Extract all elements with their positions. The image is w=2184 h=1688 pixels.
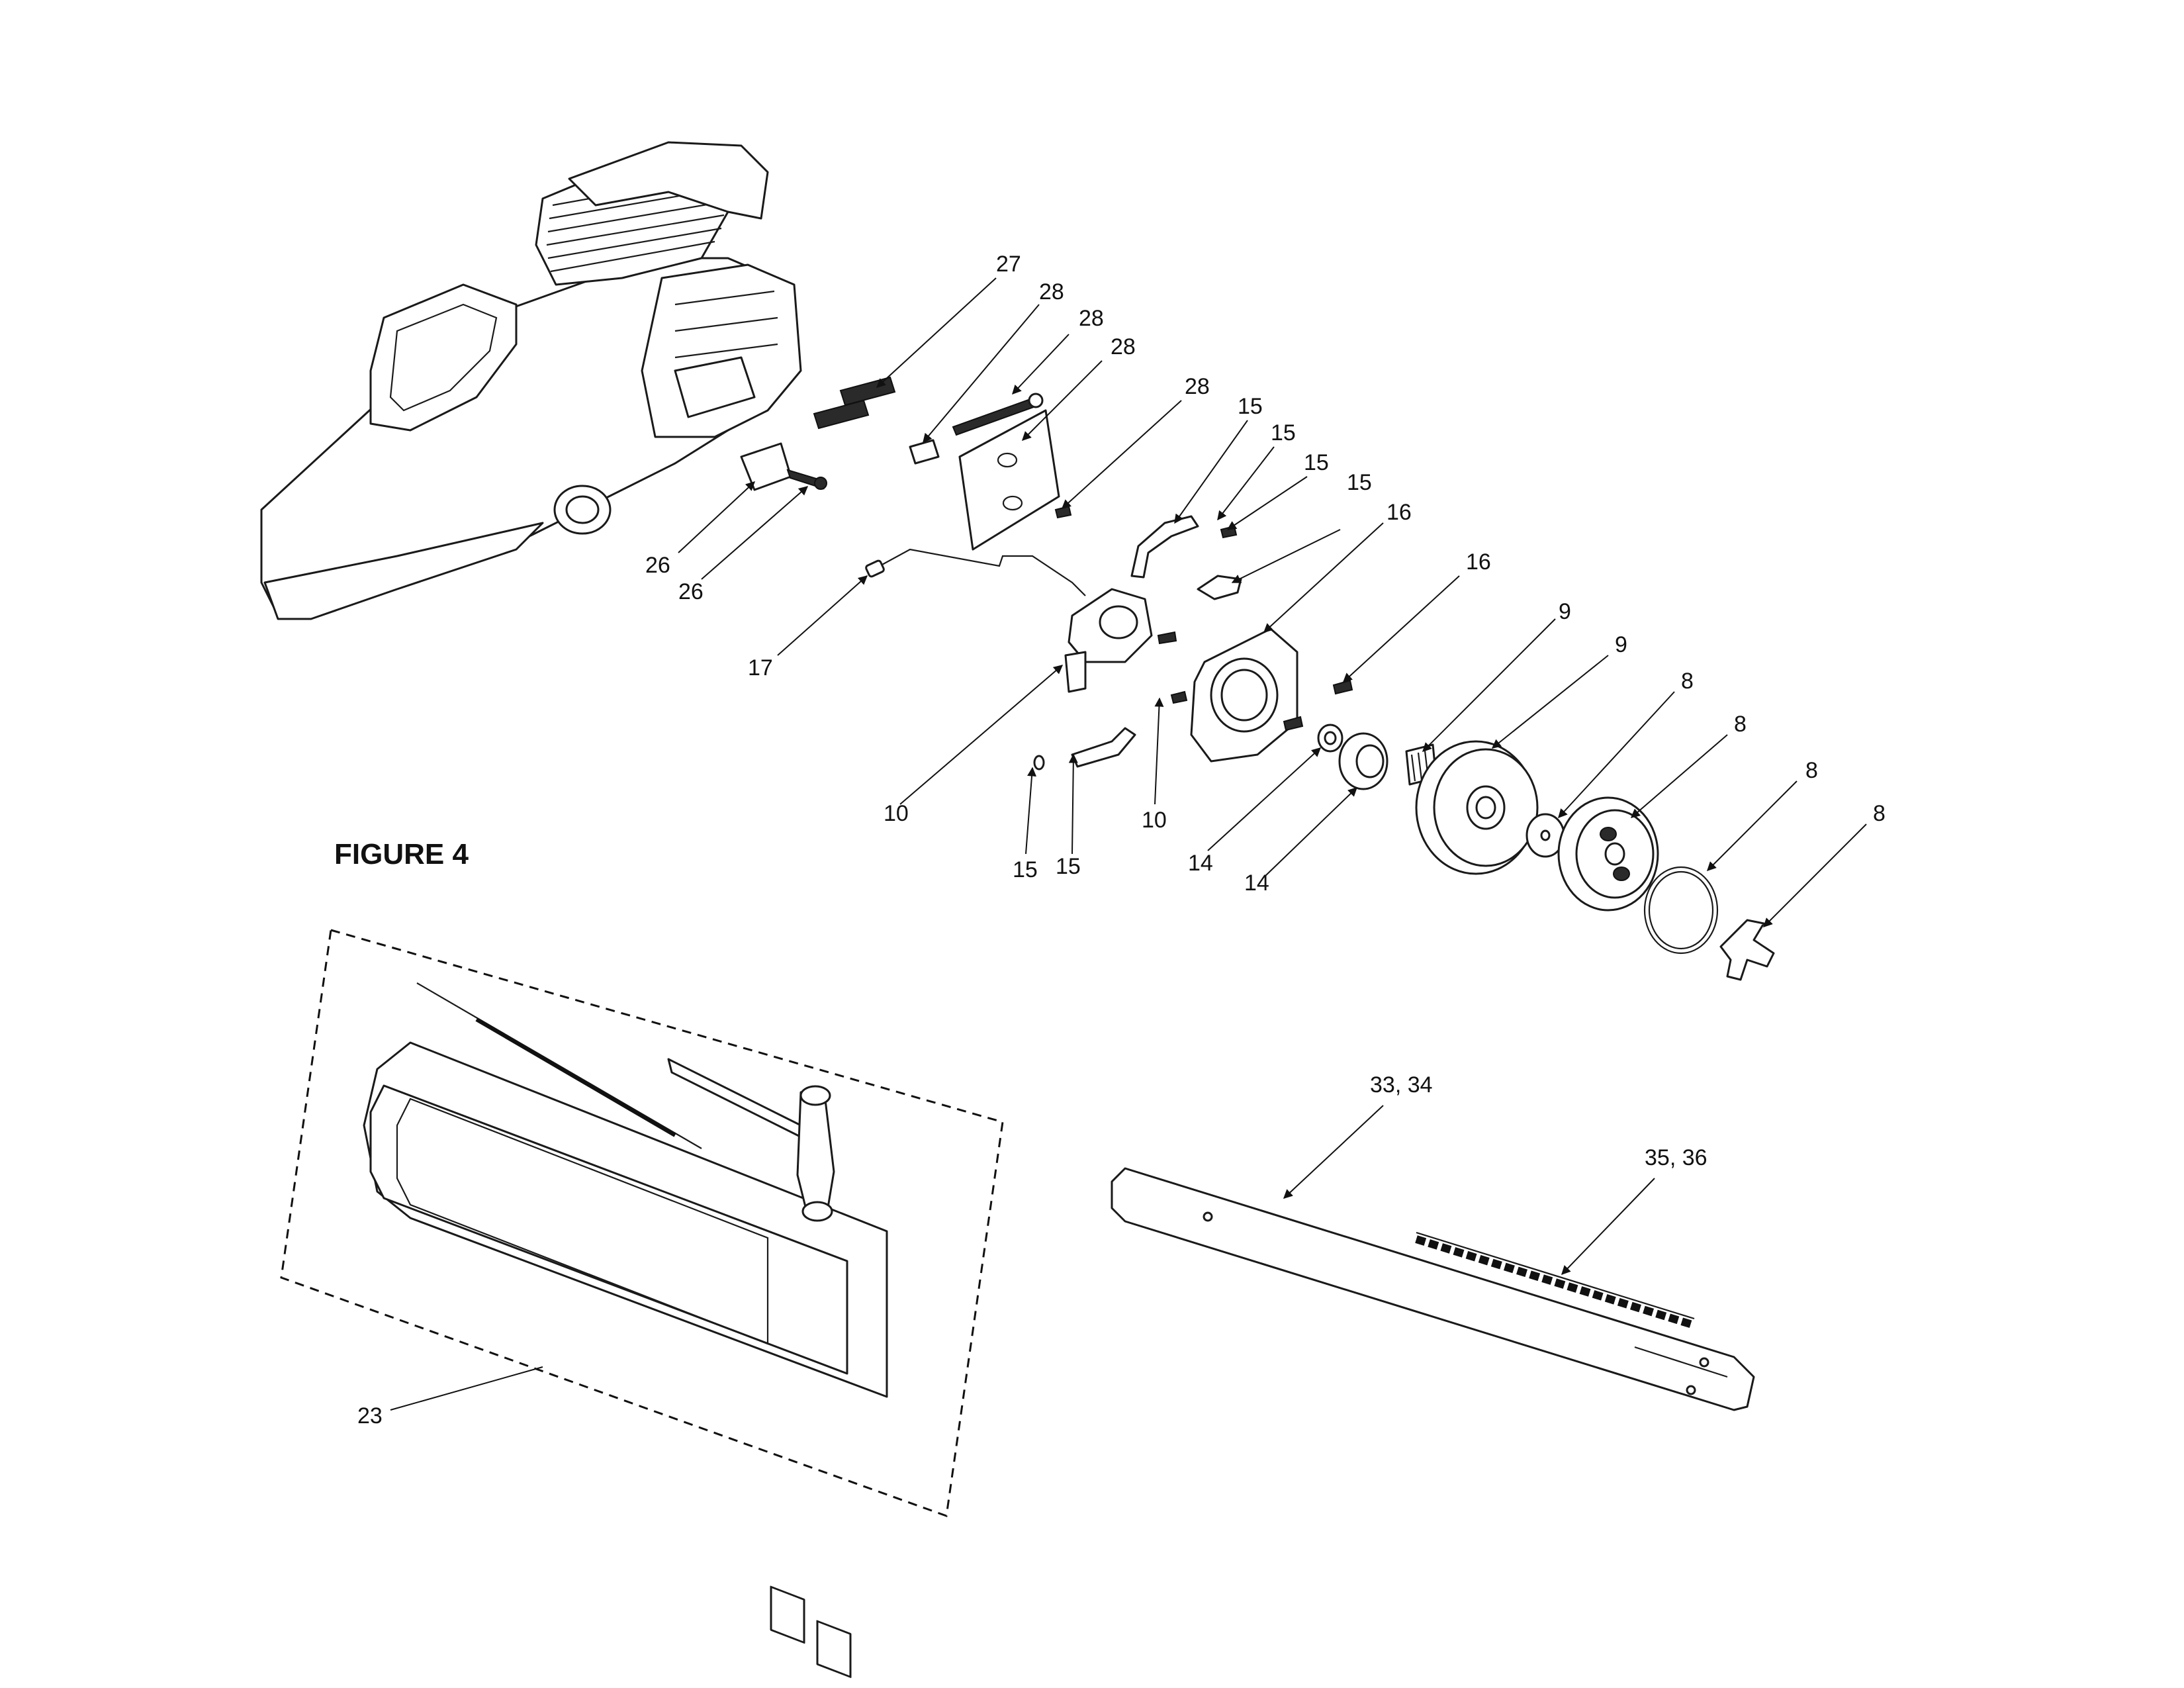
scabbard: [363, 1041, 888, 1678]
hose-15b: [1197, 575, 1242, 600]
callout-28: 28: [1079, 306, 1104, 331]
callout-8: 8: [1873, 801, 1886, 826]
callout-16: 16: [1387, 500, 1412, 525]
callout-15: 15: [1056, 854, 1081, 879]
clutch-cover-plate: [1190, 628, 1298, 763]
callout-23: 23: [357, 1403, 383, 1429]
clutch-drum-9: [1415, 740, 1539, 875]
callout-8: 8: [1805, 758, 1818, 783]
hose-15a: [1130, 515, 1199, 579]
callout-15: 15: [1013, 857, 1038, 882]
rim-sprocket-14: [1338, 732, 1388, 790]
callout-9: 9: [1615, 632, 1627, 657]
saw-chain: [1415, 1231, 1696, 1329]
callout-10: 10: [1142, 808, 1167, 833]
callout-15: 15: [1271, 420, 1296, 445]
engine-powerhead: [260, 141, 802, 620]
screw-16a: [1332, 679, 1353, 695]
callout-35-36: 35, 36: [1645, 1145, 1707, 1170]
small-ring-15: [1033, 755, 1045, 771]
scrench: [667, 1058, 835, 1222]
hose-15c: [1071, 727, 1136, 768]
callout-15: 15: [1347, 470, 1372, 495]
stud-nut: [909, 439, 940, 465]
file: [416, 982, 702, 1149]
washer-14: [1317, 724, 1343, 753]
bracket-26: [740, 442, 827, 491]
clutch-spring-8: [1643, 866, 1719, 955]
callout-8: 8: [1681, 669, 1694, 694]
bar-studs: [813, 376, 896, 430]
screw-15: [1220, 525, 1238, 539]
callout-15: 15: [1238, 394, 1263, 419]
callout-26: 26: [678, 579, 704, 604]
callout-14: 14: [1244, 870, 1269, 896]
figure-title: FIGURE 4: [334, 838, 469, 870]
callout-17: 17: [748, 655, 773, 680]
callout-16: 16: [1466, 549, 1491, 575]
tensioner-screw: [952, 393, 1044, 436]
screw-10: [1170, 690, 1188, 704]
oil-pump: [1064, 588, 1177, 693]
screw-16b: [1283, 716, 1304, 731]
leader-lines: [390, 277, 1867, 1411]
callout-9: 9: [1559, 599, 1571, 624]
oil-line: [865, 548, 1086, 596]
clutch-shoe-assembly-8: [1557, 796, 1659, 912]
guide-bar: [1111, 1167, 1755, 1411]
callout-27: 27: [996, 252, 1021, 277]
accessory-kit-box: [280, 929, 1004, 1518]
guide-plate: [958, 409, 1060, 551]
clutch-hub-8: [1719, 919, 1775, 981]
callout-28: 28: [1111, 334, 1136, 359]
callout-15: 15: [1304, 450, 1329, 475]
callout-33-34: 33, 34: [1370, 1072, 1433, 1098]
callout-10: 10: [884, 801, 909, 826]
callout-26: 26: [645, 553, 670, 578]
callout-28: 28: [1185, 374, 1210, 399]
callout-8: 8: [1734, 712, 1747, 737]
callout-28: 28: [1039, 279, 1064, 305]
callout-14: 14: [1188, 851, 1213, 876]
